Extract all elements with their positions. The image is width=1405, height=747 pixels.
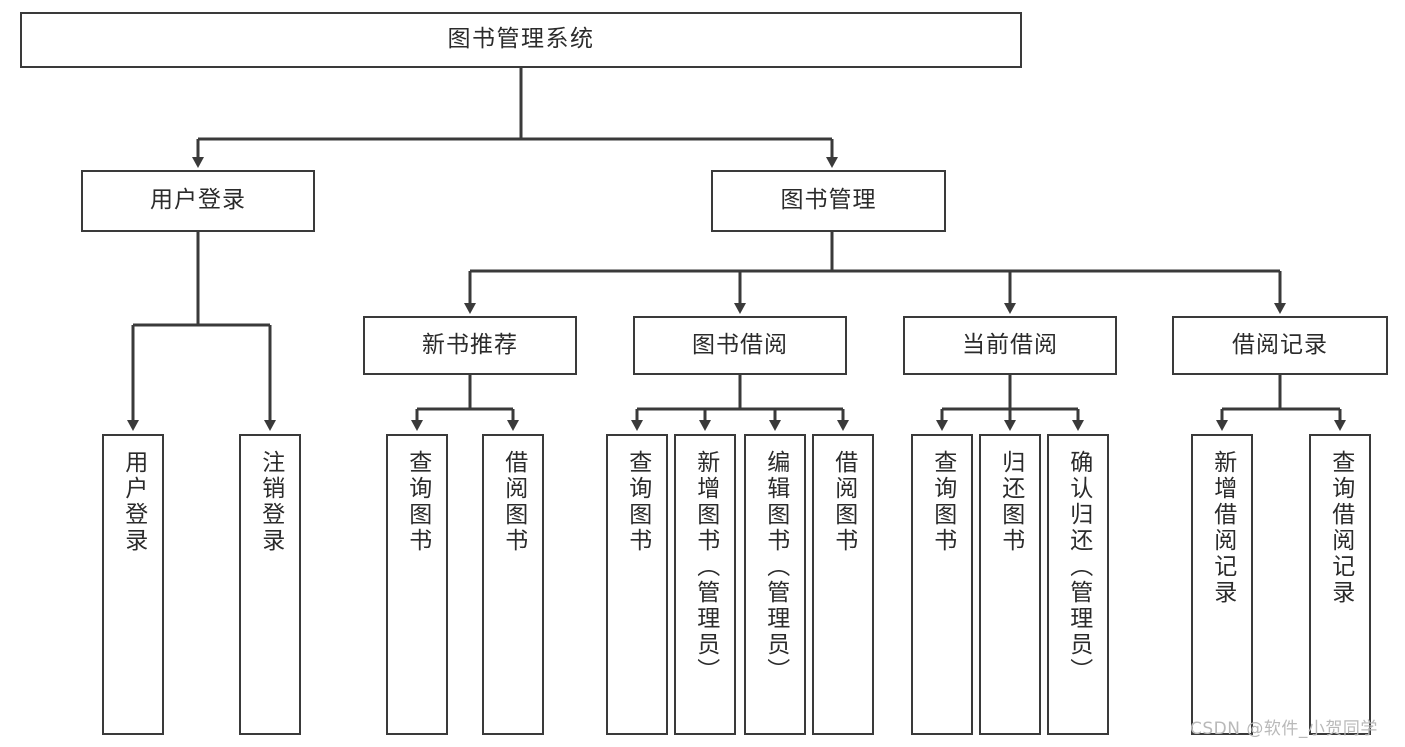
- node-label: 当前借阅: [962, 331, 1058, 358]
- leaf-book-borrow-add-book-admin[interactable]: 新增图书（管理员）: [674, 434, 736, 735]
- node-label: 用户登录: [120, 450, 147, 554]
- leaf-current-borrow-return-book[interactable]: 归还图书: [979, 434, 1041, 735]
- node-label: 查询图书: [624, 450, 651, 554]
- node-label: 注销登录: [257, 450, 284, 554]
- node-label: 查询图书: [404, 450, 431, 554]
- node-root-book-management-system[interactable]: 图书管理系统: [20, 12, 1022, 68]
- node-label: 新书推荐: [422, 331, 518, 358]
- node-label: 图书管理: [780, 187, 877, 214]
- node-borrow-record[interactable]: 借阅记录: [1172, 316, 1388, 375]
- node-label: 确认归还（管理员）: [1065, 450, 1092, 684]
- node-user-login[interactable]: 用户登录: [81, 170, 315, 232]
- leaf-current-borrow-confirm-return-admin[interactable]: 确认归还（管理员）: [1047, 434, 1109, 735]
- node-label: 图书借阅: [692, 331, 788, 358]
- leaf-current-borrow-query-book[interactable]: 查询图书: [911, 434, 973, 735]
- leaf-borrow-record-query-record[interactable]: 查询借阅记录: [1309, 434, 1371, 735]
- node-label: 查询图书: [929, 450, 956, 554]
- node-book-borrow[interactable]: 图书借阅: [633, 316, 847, 375]
- leaf-book-borrow-edit-book-admin[interactable]: 编辑图书（管理员）: [744, 434, 806, 735]
- node-label: 图书管理系统: [447, 26, 595, 53]
- leaf-user-login-login[interactable]: 用户登录: [102, 434, 164, 735]
- leaf-book-borrow-borrow-book[interactable]: 借阅图书: [812, 434, 874, 735]
- node-label: 归还图书: [997, 450, 1024, 554]
- node-book-management[interactable]: 图书管理: [711, 170, 946, 232]
- leaf-book-borrow-query-book[interactable]: 查询图书: [606, 434, 668, 735]
- node-label: 编辑图书（管理员）: [762, 450, 789, 684]
- node-label: 借阅图书: [500, 450, 527, 554]
- csdn-watermark: CSDN @软件_小贺同学: [1190, 719, 1378, 739]
- leaf-user-login-logout[interactable]: 注销登录: [239, 434, 301, 735]
- node-label: 借阅记录: [1232, 331, 1328, 358]
- node-label: 新增借阅记录: [1209, 450, 1236, 606]
- node-label: 查询借阅记录: [1327, 450, 1354, 606]
- leaf-new-book-borrow-book[interactable]: 借阅图书: [482, 434, 544, 735]
- leaf-borrow-record-add-record[interactable]: 新增借阅记录: [1191, 434, 1253, 735]
- node-label: 新增图书（管理员）: [692, 450, 719, 684]
- node-new-book-recommend[interactable]: 新书推荐: [363, 316, 577, 375]
- node-label: 用户登录: [150, 187, 246, 214]
- node-label: 借阅图书: [830, 450, 857, 554]
- leaf-new-book-query-book[interactable]: 查询图书: [386, 434, 448, 735]
- node-current-borrow[interactable]: 当前借阅: [903, 316, 1117, 375]
